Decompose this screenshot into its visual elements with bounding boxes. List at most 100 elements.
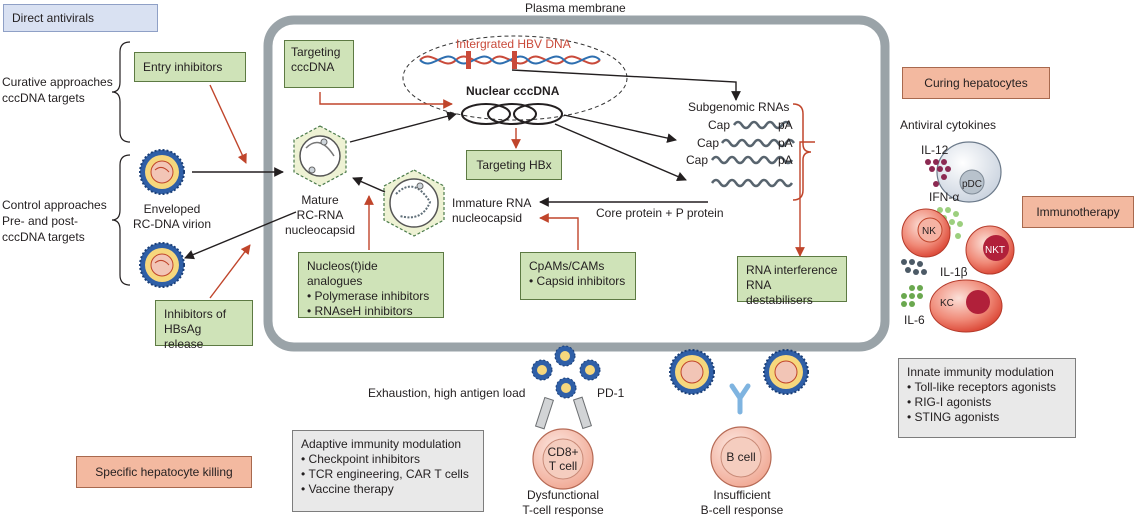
subgenomic-rna-waves [710, 120, 796, 188]
black-arrows [184, 69, 741, 260]
targeting-hbx-box: Targeting HBx [466, 150, 562, 180]
immunotherapy-label: Immunotherapy [1036, 205, 1120, 219]
nucleos-title: Nucleos(t)ide analogues [307, 259, 378, 288]
insufficient-line-2: B-cell response [700, 503, 784, 517]
cccdna-rings [461, 103, 563, 125]
curing-hepatocytes-label: Curing hepatocytes [924, 76, 1028, 90]
plasma-membrane-label: Plasma membrane [525, 1, 626, 15]
t-cell-receptors [534, 396, 593, 430]
virion-enveloped-bottom [139, 242, 185, 288]
plasma-membrane [263, 15, 890, 352]
cpams-title: CpAMs/CAMs [529, 259, 605, 273]
specific-killing-label: Specific hepatocyte killing [95, 465, 233, 479]
enveloped-line-2: RC-DNA virion [132, 217, 211, 231]
targeting-cccdna-box: Targeting cccDNA [284, 40, 354, 88]
control-line-2: Pre- and post- [2, 214, 79, 228]
il6-label: IL-6 [904, 313, 925, 327]
adaptive-title: Adaptive immunity modulation [301, 437, 462, 451]
entry-inhibitors-box: Entry inhibitors [134, 52, 246, 82]
innate-item: Toll-like receptors agonists [907, 380, 1067, 395]
red-arrows [209, 84, 815, 299]
rna-pa-2: pA [778, 136, 793, 150]
adaptive-item: TCR engineering, CAR T cells [301, 467, 475, 482]
rna-cap-3: Cap [686, 153, 709, 167]
insufficient-line-1: Insufficient [713, 488, 771, 502]
targeting-hbx-label: Targeting HBx [476, 158, 552, 172]
kc-label: KC [940, 298, 954, 309]
nucleos-item: Polymerase inhibitors [307, 289, 435, 304]
ifna-label: IFN-α [929, 190, 960, 204]
immature-rna-line-2: nucleocapsid [452, 211, 523, 225]
immature-nucleocapsid [383, 169, 445, 237]
direct-antivirals-label: Direct antivirals [12, 11, 95, 25]
nucleos-item: RNAseH inhibitors [307, 304, 435, 319]
cd8-line-2: T cell [548, 459, 578, 473]
kc-cell [929, 279, 1003, 333]
virion-b-right [763, 349, 809, 395]
immunotherapy-box: Immunotherapy [1022, 196, 1134, 228]
rnai-box: RNA interference RNA destabilisers [737, 256, 847, 307]
pdc-label: pDC [962, 179, 983, 190]
rnai-line-1: RNA interference [746, 263, 838, 277]
brace-curative [111, 41, 131, 143]
il1b-label: IL-1β [940, 265, 968, 279]
brace-control [111, 154, 131, 286]
hbsag-release-line-1: Inhibitors of [164, 307, 227, 321]
core-protein-label: Core protein + P protein [596, 206, 724, 220]
mature-line-1: Mature [301, 193, 339, 207]
targeting-cccdna-line-1: Targeting [291, 45, 341, 59]
rna-cap-2: Cap [697, 136, 720, 150]
enveloped-line-1: Enveloped [143, 202, 201, 216]
rna-pa-1: pA [778, 118, 793, 132]
integrated-dna-label: Intergrated HBV DNA [456, 37, 571, 51]
subgenomic-rnas-title: Subgenomic RNAs [688, 100, 790, 114]
control-line-1: Control approaches [2, 198, 107, 212]
hbsag-release-box: Inhibitors of HBsAg release [155, 300, 253, 351]
virion-enveloped-top [139, 149, 185, 195]
innate-title: Innate immunity modulation [907, 365, 1054, 379]
entry-inhibitors-label: Entry inhibitors [143, 60, 223, 74]
b-cell [710, 426, 772, 488]
curative-line-2: cccDNA targets [2, 91, 85, 105]
nkt-label: NKT [985, 245, 1005, 256]
mature-nucleocapsid [293, 125, 347, 187]
rna-bracket [792, 103, 812, 201]
il12-dots [925, 159, 951, 187]
direct-antivirals-box: Direct antivirals [3, 4, 158, 32]
adaptive-item: Checkpoint inhibitors [301, 452, 475, 467]
rna-cap-1: Cap [708, 118, 731, 132]
rna-pa-3: pA [778, 153, 793, 167]
control-line-3: cccDNA targets [2, 230, 85, 244]
specific-killing-box: Specific hepatocyte killing [76, 456, 252, 488]
innate-immunity-box: Innate immunity modulation Toll-like rec… [898, 358, 1076, 438]
immature-rna-line-1: Immature RNA [452, 196, 532, 210]
curative-line-1: Curative approaches [2, 75, 113, 89]
pd1-label: PD-1 [597, 386, 625, 400]
rnai-line-2: RNA destabilisers [746, 278, 813, 307]
adaptive-item: Vaccine therapy [301, 482, 475, 497]
il1b-dots [901, 259, 927, 275]
hbsag-release-line-2: HBsAg release [164, 322, 204, 351]
cd8-t-cell [532, 428, 594, 490]
il6-dots [901, 285, 923, 307]
b-cell-label: B cell [726, 450, 756, 464]
pdc-cell [936, 141, 1002, 203]
adaptive-immunity-box: Adaptive immunity modulation Checkpoint … [292, 430, 484, 512]
innate-item: STING agonists [907, 410, 1067, 425]
antibody-icon [729, 383, 751, 415]
virion-b-left [669, 349, 715, 395]
mature-line-3: nucleocapsid [284, 223, 356, 237]
curing-hepatocytes-box: Curing hepatocytes [902, 67, 1050, 99]
cd8-line-1: CD8+ [547, 445, 579, 459]
small-virions [531, 345, 601, 399]
cpams-box: CpAMs/CAMs Capsid inhibitors [520, 252, 636, 300]
nk-cell [901, 208, 951, 258]
antiviral-cytokines-title: Antiviral cytokines [900, 118, 997, 132]
dysfunctional-line-2: T-cell response [522, 503, 604, 517]
nkt-cell [965, 225, 1015, 275]
mature-line-2: RC-RNA [296, 208, 344, 222]
nucleos-box: Nucleos(t)ide analogues Polymerase inhib… [298, 252, 444, 318]
cpams-item: Capsid inhibitors [529, 274, 627, 289]
nuclear-cccdna-label: Nuclear cccDNA [466, 84, 560, 98]
